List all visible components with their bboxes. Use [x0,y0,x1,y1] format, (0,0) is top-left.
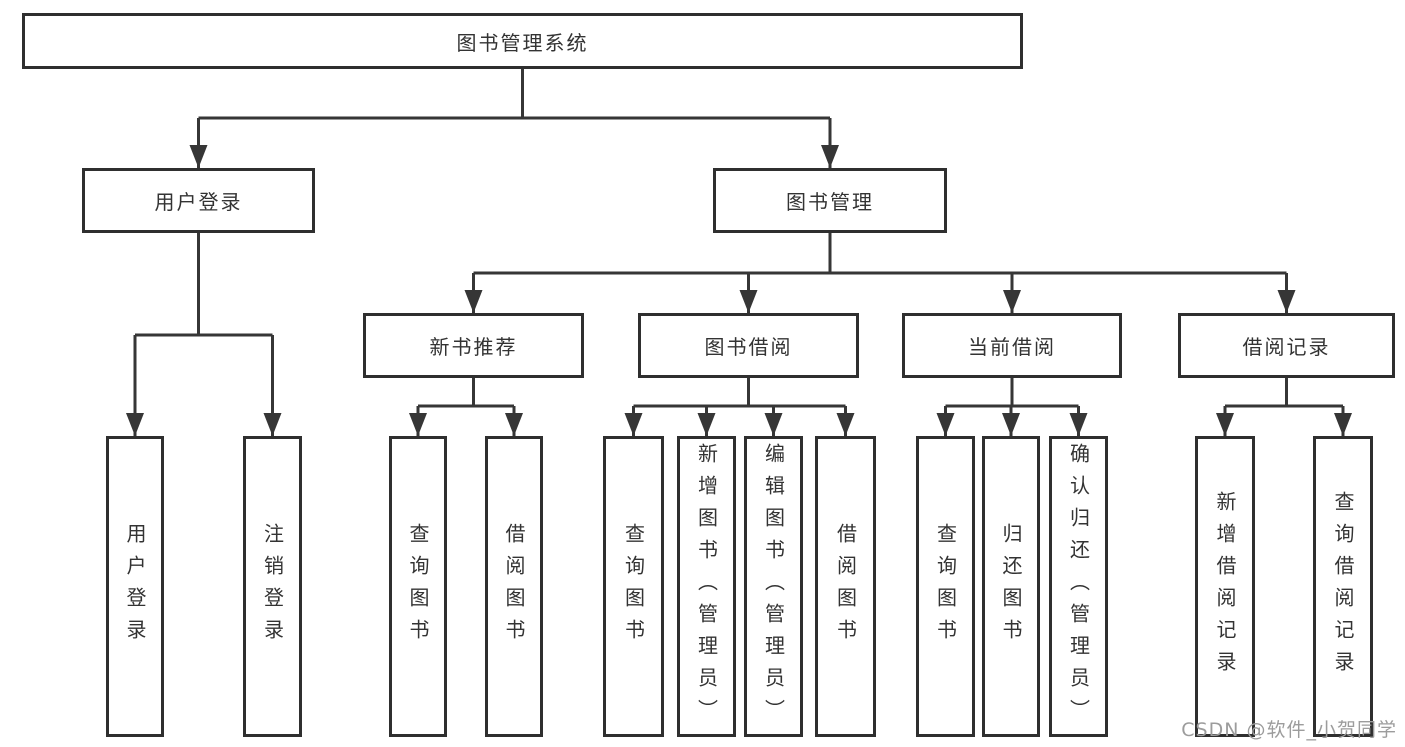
node-leaf-user-login: 用户登录 [106,436,164,737]
node-new-book-recommendation: 新书推荐 [363,313,584,378]
node-current-borrowing: 当前借阅 [902,313,1122,378]
node-leaf-query-books-3: 查询图书 [916,436,975,737]
node-leaf-logout: 注销登录 [243,436,302,737]
node-book-management: 图书管理 [713,168,947,233]
node-user-login: 用户登录 [82,168,315,233]
tree-arrow-lines [126,118,1352,436]
node-leaf-query-books-1: 查询图书 [389,436,447,737]
node-borrowing-records: 借阅记录 [1178,313,1395,378]
node-book-borrowing: 图书借阅 [638,313,859,378]
node-book-management-system: 图书管理系统 [22,13,1023,69]
node-leaf-borrow-books-2: 借阅图书 [815,436,876,737]
node-leaf-confirm-return-admin: 确认归还（管理员） [1049,436,1108,737]
node-leaf-add-book-admin: 新增图书（管理员） [677,436,736,737]
node-leaf-edit-book-admin: 编辑图书（管理员） [744,436,803,737]
node-leaf-borrow-books-1: 借阅图书 [485,436,543,737]
tree-trunk-lines [135,69,1343,408]
node-leaf-query-books-2: 查询图书 [603,436,664,737]
node-leaf-query-borrow-record: 查询借阅记录 [1313,436,1373,737]
node-leaf-return-book: 归还图书 [982,436,1040,737]
watermark: CSDN @软件_小贺同学 [1181,719,1397,741]
node-leaf-add-borrow-record: 新增借阅记录 [1195,436,1255,737]
